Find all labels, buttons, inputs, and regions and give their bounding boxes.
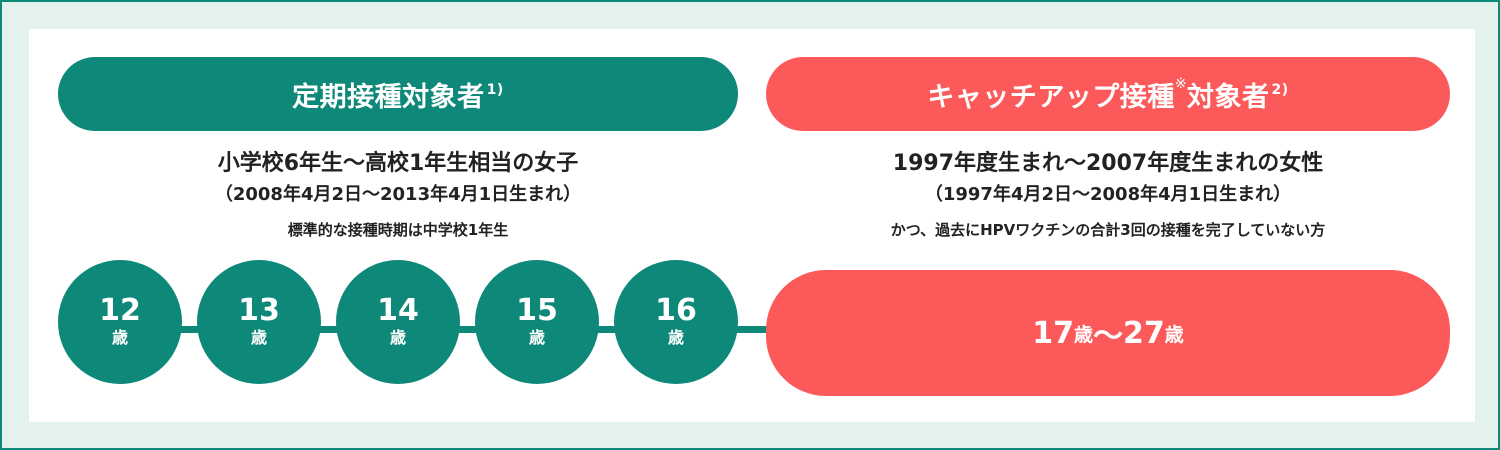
age-circle-13: 13 歳: [197, 260, 321, 384]
age-number: 16: [655, 293, 697, 328]
age-unit: 歳: [389, 328, 406, 347]
catchup-age-to: 27: [1123, 315, 1165, 351]
catchup-desc-line3: かつ、過去にHPVワクチンの合計3回の接種を完了していない方: [890, 221, 1326, 239]
age-unit: 歳: [250, 328, 267, 347]
catchup-desc-line1: 1997年度生まれ～2007年度生まれの女性: [892, 151, 1324, 176]
routine-title-note: 1): [486, 82, 504, 98]
catchup-age-from: 17: [1032, 315, 1074, 351]
routine-title: 定期接種対象者: [292, 81, 485, 113]
age-number: 12: [99, 293, 141, 328]
age-unit: 歳: [667, 328, 684, 347]
routine-desc-line1: 小学校6年生～高校1年生相当の女子: [217, 151, 579, 176]
catchup-title-note: 2): [1271, 82, 1289, 98]
age-circle-14: 14 歳: [336, 260, 460, 384]
catchup-age-separator: ～: [1093, 319, 1123, 354]
age-number: 15: [516, 293, 558, 328]
catchup-title-suffix: 対象者: [1187, 81, 1270, 113]
routine-desc-line2: （2008年4月2日～2013年4月1日生まれ）: [214, 184, 582, 205]
age-circle-15: 15 歳: [475, 260, 599, 384]
routine-desc-line3: 標準的な接種時期は中学校1年生: [287, 221, 509, 239]
age-circle-16: 16 歳: [614, 260, 738, 384]
age-number: 14: [377, 293, 419, 328]
catchup-age-unit-from: 歳: [1073, 323, 1093, 346]
age-circle-12: 12 歳: [58, 260, 182, 384]
age-unit: 歳: [528, 328, 545, 347]
catchup-desc-line2: （1997年4月2日～2008年4月1日生まれ）: [924, 184, 1292, 205]
catchup-title: キャッチアップ接種: [927, 81, 1175, 113]
catchup-description: 1997年度生まれ～2007年度生まれの女性 （1997年4月2日～2008年4…: [766, 149, 1450, 245]
catchup-age-unit-to: 歳: [1164, 323, 1184, 346]
catchup-title-mark: ※: [1174, 76, 1188, 92]
routine-description: 小学校6年生～高校1年生相当の女子 （2008年4月2日～2013年4月1日生ま…: [58, 149, 738, 245]
age-number: 13: [238, 293, 280, 328]
age-unit: 歳: [111, 328, 128, 347]
